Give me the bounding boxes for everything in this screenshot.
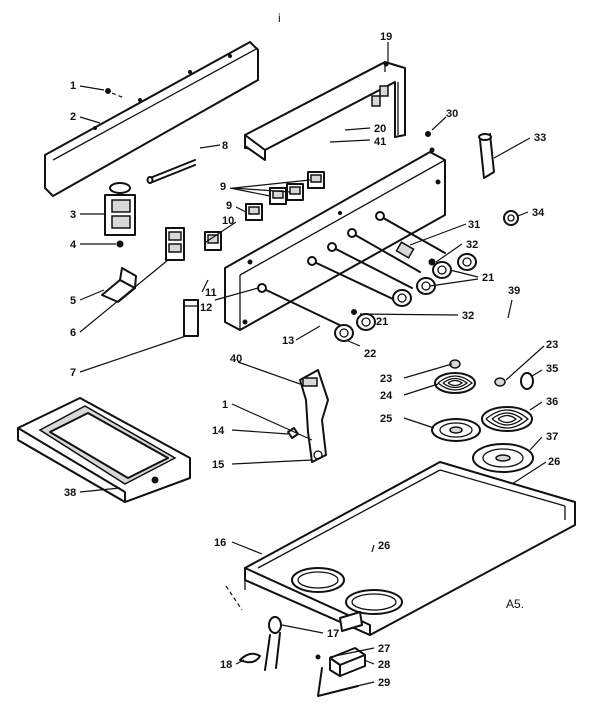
callout-35: 35 [546,363,558,375]
callout-26a: 26 [378,540,390,552]
callout-15: 15 [212,459,224,471]
callout-12: 12 [200,302,212,314]
main-top-16 [244,461,576,636]
callout-32a: 32 [466,239,478,251]
bracket-5 [101,267,137,303]
callout-21b: 21 [376,316,388,328]
callout-41: 41 [374,136,386,148]
callout-1b: 1 [222,399,228,411]
callout-6: 6 [70,327,76,339]
control-panel [224,147,446,331]
callout-21a: 21 [482,272,494,284]
corner-mark: i [278,11,281,25]
callout-labels: 1 2 8 3 4 5 6 7 9 9 10 11 12 13 19 20 41… [64,11,560,689]
callout-27: 27 [378,643,390,655]
callout-31: 31 [468,219,480,231]
top-trim [244,61,406,161]
drip-bowl-37 [472,443,534,473]
surface-element-24 [434,359,476,394]
callout-3: 3 [70,209,76,221]
callout-37: 37 [546,431,558,443]
callout-14: 14 [212,425,225,437]
callout-10: 10 [222,215,234,227]
callout-13: 13 [282,335,294,347]
surface-element-36 [481,372,534,432]
bracket-6 [165,227,185,261]
knob-34 [503,210,519,226]
callout-1a: 1 [70,80,76,92]
tube-8 [146,159,196,184]
callout-34: 34 [532,207,545,219]
callout-5: 5 [70,295,76,307]
callout-33: 33 [534,132,546,144]
screw-1 [105,88,111,94]
storage-drawer-38 [17,397,191,503]
callout-20: 20 [374,123,386,135]
callout-30: 30 [446,108,458,120]
callout-26b: 26 [548,456,560,468]
tube-7 [183,299,199,337]
callout-36: 36 [546,396,558,408]
back-panel [44,41,259,197]
callout-28: 28 [378,659,390,671]
callout-24: 24 [380,390,393,402]
callout-19: 19 [380,31,392,43]
callout-32b: 32 [462,310,474,322]
callout-11: 11 [205,287,217,299]
callout-23a: 23 [380,373,392,385]
screw-30 [425,131,431,137]
block-28 [329,647,366,677]
receptacle-3 [104,182,136,236]
callout-9b: 9 [226,200,232,212]
callout-40: 40 [230,353,242,365]
callout-39: 39 [508,285,520,297]
callout-4: 4 [70,239,77,251]
callout-23b: 23 [546,339,558,351]
terminal-block-40 [299,369,329,463]
hinge-17 [264,616,282,671]
drawing-code: A5. [506,597,524,611]
clip-18 [239,652,261,664]
callout-22: 22 [364,348,376,360]
leader-lines [79,42,547,691]
control-knobs [334,253,477,342]
drip-bowl-25 [431,418,481,442]
callout-25: 25 [380,413,392,425]
callout-18: 18 [220,659,232,671]
screw-4 [116,240,124,248]
callout-2: 2 [70,111,76,123]
screw-27 [315,654,321,660]
tube-33 [478,133,495,179]
callout-38: 38 [64,487,76,499]
callout-7: 7 [70,367,76,379]
callout-29: 29 [378,677,390,689]
callout-17: 17 [327,628,339,640]
callout-16: 16 [214,537,226,549]
callout-8: 8 [222,140,228,152]
switch-shafts [257,211,446,331]
callout-9a: 9 [220,181,226,193]
